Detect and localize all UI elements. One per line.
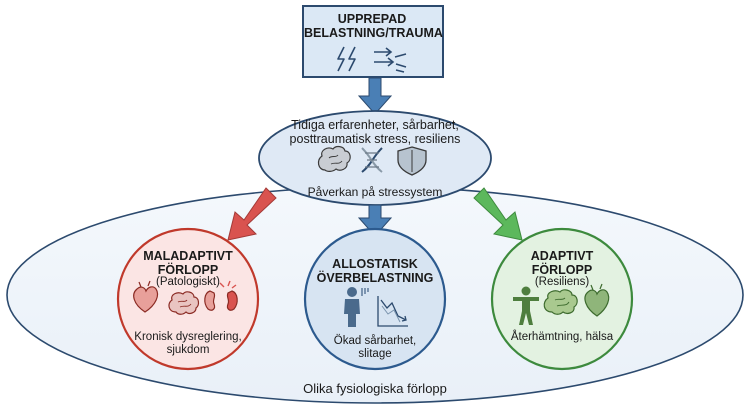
arrow-adaptive	[473, 187, 523, 241]
allostatic-circle	[303, 227, 447, 371]
brain-icon	[317, 145, 351, 172]
footer-caption: Olika fysiologiska förlopp	[303, 381, 447, 396]
figure-icon	[513, 286, 539, 325]
arrows-icon	[374, 47, 407, 73]
dna-icon	[361, 147, 383, 173]
lightning-icon	[337, 46, 356, 72]
heart-icon	[584, 283, 610, 317]
middle-subtitle: Påverkan på stressystem	[307, 185, 443, 199]
kidney-icon	[204, 280, 238, 311]
maladaptive-subtitle: (Patologiskt)	[156, 276, 220, 288]
arrow-allostatic	[357, 204, 393, 237]
heart-icon	[133, 280, 159, 313]
allostatic-bottom: Ökad sårbarhet, slitage	[333, 335, 417, 361]
top-box-title: UPPREPAD BELASTNING/TRAUMA	[304, 12, 443, 41]
top-box	[302, 5, 444, 78]
brain-icon	[168, 291, 200, 315]
person-icon	[344, 287, 369, 327]
maladaptive-title: MALADAPTIVT FÖRLOPP	[143, 249, 233, 278]
arrow-top-down	[357, 77, 393, 115]
brain-icon	[543, 289, 578, 315]
middle-title: Tidiga erfarenheter, sårbarhet, posttrau…	[289, 118, 461, 147]
arrow-maladaptive	[227, 187, 277, 241]
adaptive-bottom: Återhämtning, hälsa	[510, 331, 614, 343]
shield-icon	[397, 146, 427, 176]
adaptive-title: ADAPTIVT FÖRLOPP	[530, 249, 594, 278]
maladaptive-bottom: Kronisk dysreglering, sjukdom	[134, 331, 242, 357]
adaptive-subtitle: (Resiliens)	[534, 276, 590, 288]
allostatic-title: ALLOSTATISK ÖVERBELASTNING	[316, 257, 434, 286]
chart-decline-icon	[377, 296, 408, 327]
